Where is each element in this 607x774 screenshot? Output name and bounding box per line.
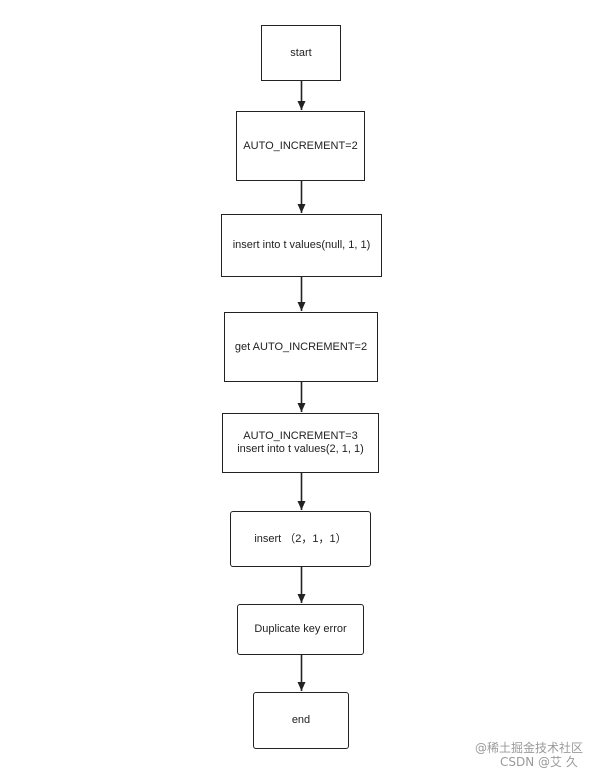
- start-node-label: start: [290, 46, 312, 59]
- insert-null-node: insert into t values(null, 1, 1): [221, 214, 382, 277]
- insert-2-1-1-label: insert （2，1，1）: [254, 532, 347, 545]
- get-auto-increment-node: get AUTO_INCREMENT=2: [224, 312, 378, 382]
- get-auto-increment-label: get AUTO_INCREMENT=2: [234, 340, 368, 353]
- set-auto-increment-node: AUTO_INCREMENT=2: [236, 111, 365, 181]
- set-auto-increment-label: AUTO_INCREMENT=2: [243, 139, 358, 152]
- update-auto-increment-node: AUTO_INCREMENT=3 insert into t values(2,…: [222, 413, 379, 473]
- end-node-label: end: [291, 714, 311, 726]
- insert-null-label: insert into t values(null, 1, 1): [232, 239, 371, 251]
- end-node: end: [253, 692, 349, 749]
- duplicate-key-error-node: Duplicate key error: [237, 604, 364, 655]
- watermark-site: @稀土掘金技术社区: [475, 741, 584, 755]
- start-node: start: [261, 25, 341, 81]
- watermark-author: CSDN @艾 久: [500, 755, 578, 769]
- duplicate-key-error-label: Duplicate key error: [254, 623, 347, 635]
- update-auto-increment-label: AUTO_INCREMENT=3 insert into t values(2,…: [237, 430, 364, 455]
- insert-2-1-1-node: insert （2，1，1）: [230, 511, 371, 567]
